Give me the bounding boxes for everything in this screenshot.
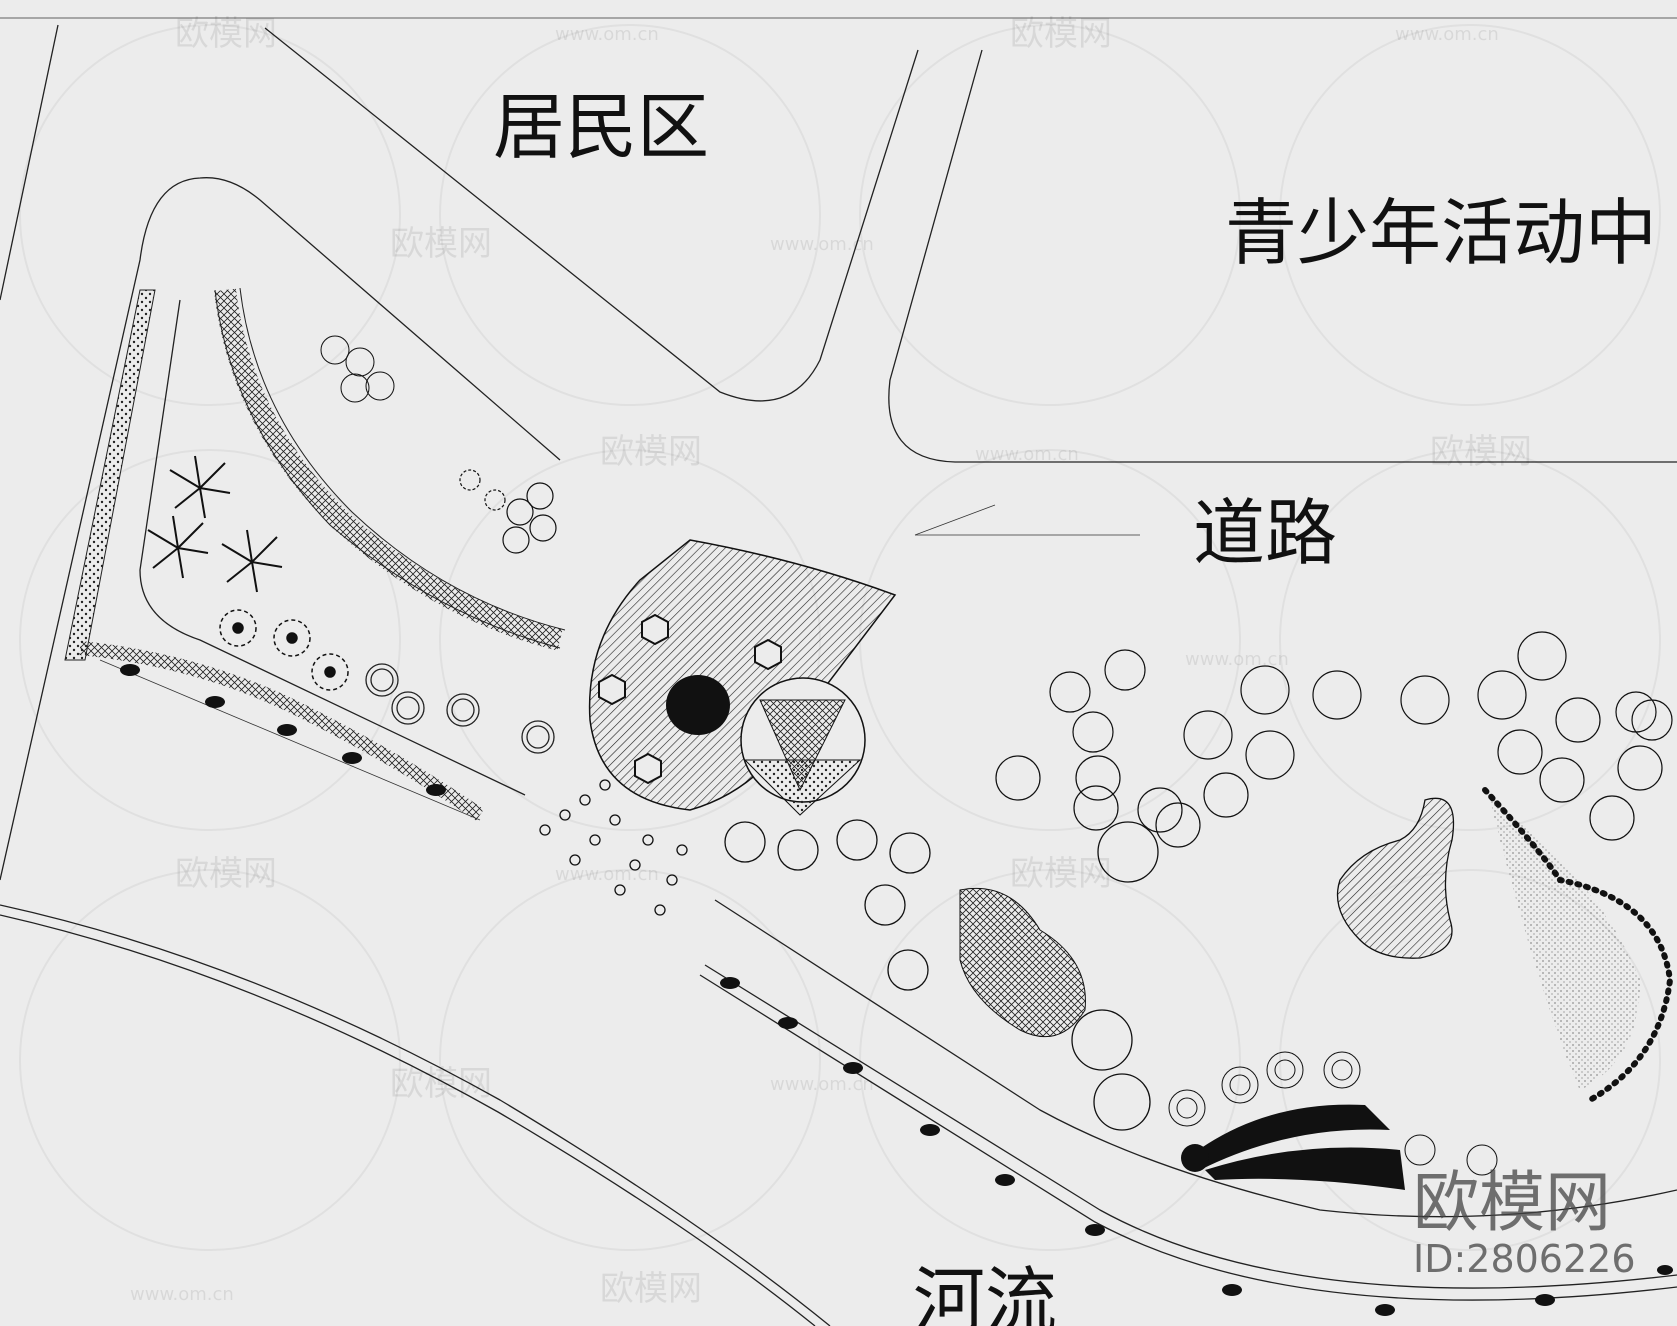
- brand-id: ID:2806226: [1413, 1237, 1636, 1281]
- stepping-stone-path: [214, 287, 566, 651]
- watermark-brand-2: 欧模网: [1010, 14, 1112, 54]
- riverbank-path-b: [699, 974, 1677, 1301]
- watermark-site-7: www.om.cn: [770, 1074, 874, 1095]
- label-youth-center: 青少年活动中: [1225, 191, 1657, 275]
- watermark-brand-6: 欧模网: [175, 854, 277, 894]
- brand-stamp: 欧模网: [1413, 1164, 1611, 1241]
- concentric-trees: [1168, 1051, 1498, 1176]
- watermarks: 欧模网 欧模网 欧模网 欧模网 欧模网 欧模网 欧模网 欧模网 欧模网 www.…: [130, 14, 1532, 1309]
- watermark-site-1: www.om.cn: [555, 24, 659, 45]
- leaf-sculpture: [1181, 1104, 1405, 1190]
- watermark-brand-4: 欧模网: [600, 432, 702, 472]
- watermark-brand-5: 欧模网: [1430, 432, 1532, 472]
- roadside-shrubs: [120, 664, 1673, 1316]
- road-pointer: [914, 504, 1140, 536]
- watermark-site-2: www.om.cn: [1395, 24, 1499, 45]
- right-stipple-area: [1490, 800, 1640, 1090]
- hedge-strip: [64, 289, 156, 661]
- watermark-brand-9: 欧模网: [600, 1269, 702, 1309]
- watermark-site-5: www.om.cn: [1185, 649, 1289, 670]
- road-lower-edge-a: [0, 904, 831, 1326]
- youth-center-block-edge: [888, 49, 1677, 463]
- plaza-dot-rows: [539, 779, 688, 916]
- inner-path: [139, 299, 526, 796]
- round-shrubs-mid: [724, 819, 931, 991]
- watermark-site-3: www.om.cn: [770, 234, 874, 255]
- large-circle-trees: [1071, 821, 1159, 1131]
- riverbank-path-a: [704, 964, 1677, 1289]
- park-boundary: [0, 177, 561, 881]
- watermark-site-4: www.om.cn: [975, 444, 1079, 465]
- watermark-site-8: www.om.cn: [130, 1284, 234, 1305]
- ring-tree-cluster: [459, 469, 557, 554]
- spoke-trees-top: [320, 335, 395, 403]
- central-plaza: [588, 539, 897, 816]
- border-planting-curve: [79, 641, 484, 821]
- label-river: 河流: [913, 1259, 1057, 1326]
- broadleaf-cluster: [959, 887, 1086, 1038]
- watermark-brand-8: 欧模网: [390, 1064, 492, 1104]
- spoke-tree-grid: [995, 631, 1673, 848]
- residential-boundary: [0, 24, 59, 301]
- palm-trees: [147, 455, 283, 593]
- label-residential: 居民区: [493, 85, 709, 169]
- road-lower-edge-b: [0, 914, 816, 1326]
- spiral-shrubs: [219, 609, 349, 691]
- pond: [1336, 797, 1455, 959]
- watermark-brand-7: 欧模网: [1010, 854, 1112, 894]
- border-edge: [99, 659, 481, 821]
- road-upper-edge: [714, 899, 1677, 1218]
- residential-block-edge: [264, 27, 919, 402]
- watermark-site-6: www.om.cn: [555, 864, 659, 885]
- watermark-brand-3: 欧模网: [390, 224, 492, 264]
- ring-stones: [365, 663, 555, 754]
- label-road: 道路: [1193, 491, 1337, 575]
- watermark-brand-1: 欧模网: [175, 14, 277, 54]
